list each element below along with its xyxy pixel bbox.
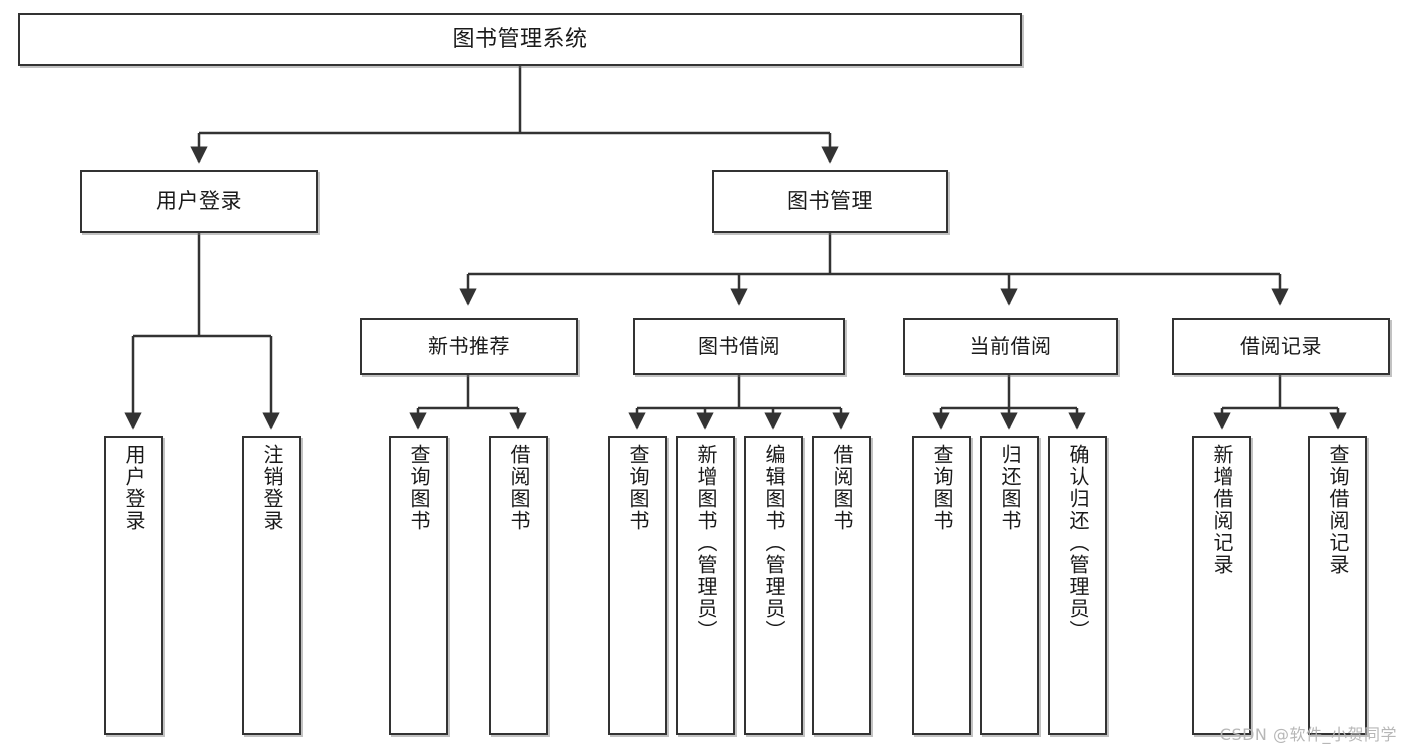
watermark: CSDN @软件_小贺同学	[1219, 725, 1397, 744]
node-label: 图书管理	[787, 189, 873, 214]
node-label: 编辑图书（管理员）	[762, 444, 786, 642]
node-label: 注销登录	[260, 444, 284, 532]
leaf-record-add-record[interactable]: 新增借阅记录	[1192, 436, 1251, 735]
node-book-management[interactable]: 图书管理	[712, 170, 948, 233]
node-label: 新增图书（管理员）	[694, 444, 718, 642]
node-user-login[interactable]: 用户登录	[80, 170, 318, 233]
node-label: 新书推荐	[428, 334, 510, 358]
node-label: 新增借阅记录	[1210, 444, 1234, 576]
leaf-borrow-edit-book-admin[interactable]: 编辑图书（管理员）	[744, 436, 803, 735]
node-label: 当前借阅	[969, 334, 1052, 358]
node-borrow-record[interactable]: 借阅记录	[1172, 318, 1390, 375]
node-label: 确认归还（管理员）	[1066, 444, 1090, 642]
node-current-borrow[interactable]: 当前借阅	[903, 318, 1118, 375]
node-label: 查询图书	[930, 444, 954, 532]
node-label: 用户登录	[122, 444, 146, 532]
leaf-recommend-borrow-book[interactable]: 借阅图书	[489, 436, 548, 735]
leaf-borrow-query-book[interactable]: 查询图书	[608, 436, 667, 735]
leaf-user-login[interactable]: 用户登录	[104, 436, 163, 735]
leaf-current-return-book[interactable]: 归还图书	[980, 436, 1039, 735]
node-new-book-recommend[interactable]: 新书推荐	[360, 318, 578, 375]
leaf-record-query-record[interactable]: 查询借阅记录	[1308, 436, 1367, 735]
node-root-system[interactable]: 图书管理系统	[18, 13, 1022, 66]
node-label: 借阅图书	[830, 444, 854, 532]
leaf-current-query-book[interactable]: 查询图书	[912, 436, 971, 735]
leaf-recommend-query-book[interactable]: 查询图书	[389, 436, 448, 735]
node-label: 查询图书	[626, 444, 650, 532]
leaf-borrow-add-book-admin[interactable]: 新增图书（管理员）	[676, 436, 735, 735]
node-label: 图书管理系统	[452, 26, 588, 52]
leaf-current-confirm-return-admin[interactable]: 确认归还（管理员）	[1048, 436, 1107, 735]
leaf-borrow-borrow-book[interactable]: 借阅图书	[812, 436, 871, 735]
node-label: 用户登录	[156, 189, 242, 214]
node-label: 借阅记录	[1240, 334, 1322, 358]
leaf-user-logout[interactable]: 注销登录	[242, 436, 301, 735]
node-label: 借阅图书	[507, 444, 531, 532]
node-book-borrow[interactable]: 图书借阅	[633, 318, 845, 375]
node-label: 图书借阅	[698, 334, 780, 358]
node-label: 查询借阅记录	[1326, 444, 1350, 576]
node-label: 归还图书	[998, 444, 1022, 532]
node-label: 查询图书	[407, 444, 431, 532]
